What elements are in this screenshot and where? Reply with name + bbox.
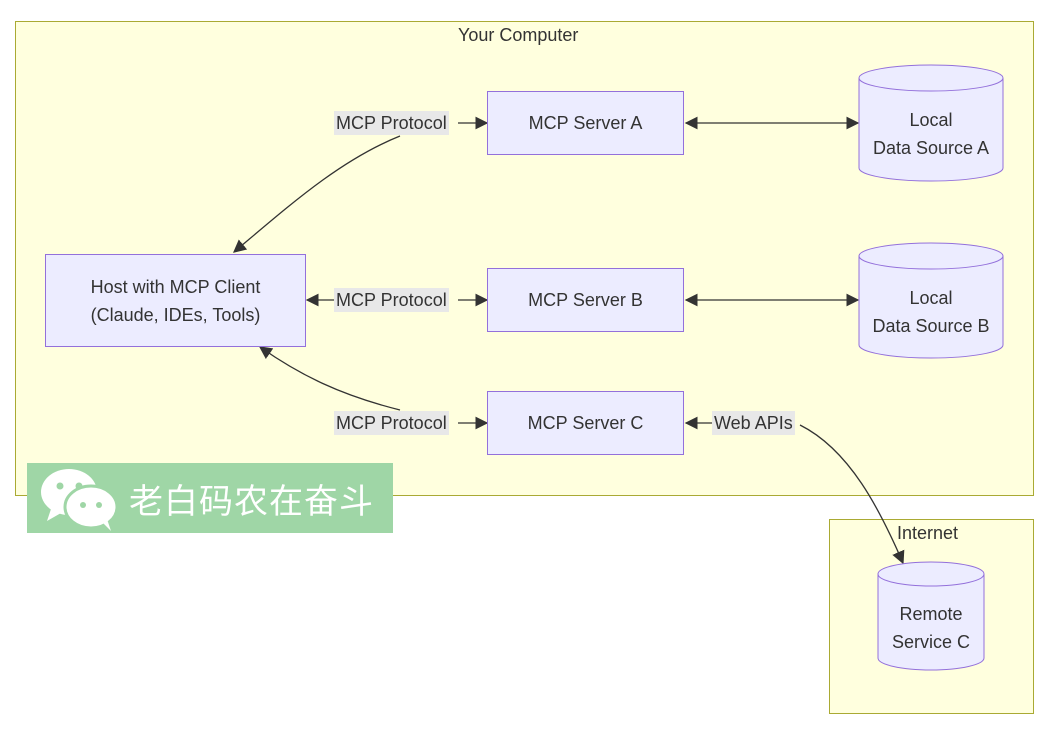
data-b-line-2: Data Source B: [872, 316, 990, 336]
node-mcp-server-b: MCP Server B: [487, 268, 684, 332]
node-host-mcp-client: Host with MCP Client (Claude, IDEs, Tool…: [45, 254, 306, 347]
remote-service-c-label: Remote Service C: [878, 600, 984, 656]
watermark-text: 老白码农在奋斗: [129, 481, 374, 522]
edge-host-server-c-curve: [258, 346, 401, 411]
server-b-label: MCP Server B: [528, 290, 643, 310]
edge-label-protocol-c: MCP Protocol: [334, 411, 449, 435]
server-a-label: MCP Server A: [528, 113, 643, 133]
edge-label-web-apis: Web APIs: [712, 411, 795, 435]
cluster-title-your-computer: Your Computer: [458, 25, 579, 45]
edge-label-protocol-b: MCP Protocol: [334, 288, 449, 312]
data-source-b-label: Local Data Source B: [859, 284, 1003, 340]
data-source-a-label: Local Data Source A: [859, 106, 1003, 162]
data-b-line-1: Local: [909, 288, 953, 308]
cluster-internet: [829, 519, 1034, 714]
host-line-2: (Claude, IDEs, Tools): [90, 304, 261, 325]
data-a-line-1: Local: [909, 110, 953, 130]
wechat-icon: [41, 469, 119, 531]
host-line-1: Host with MCP Client: [90, 276, 261, 297]
cylinder-data-source-a: [858, 64, 1004, 182]
edge-label-protocol-a: MCP Protocol: [334, 111, 449, 135]
remote-line-1: Remote: [899, 604, 963, 624]
edge-host-server-a-curve: [233, 135, 401, 253]
cylinder-remote-service-c: [877, 561, 985, 671]
cylinder-data-source-b: [858, 242, 1004, 359]
node-mcp-server-c: MCP Server C: [487, 391, 684, 455]
edge-server-c-remote-curve: [799, 424, 905, 565]
cluster-title-internet: Internet: [897, 523, 959, 543]
remote-line-2: Service C: [891, 632, 971, 652]
server-c-label: MCP Server C: [527, 413, 644, 433]
node-mcp-server-a: MCP Server A: [487, 91, 684, 155]
watermark-banner: 老白码农在奋斗: [27, 463, 393, 533]
data-a-line-2: Data Source A: [872, 138, 990, 158]
